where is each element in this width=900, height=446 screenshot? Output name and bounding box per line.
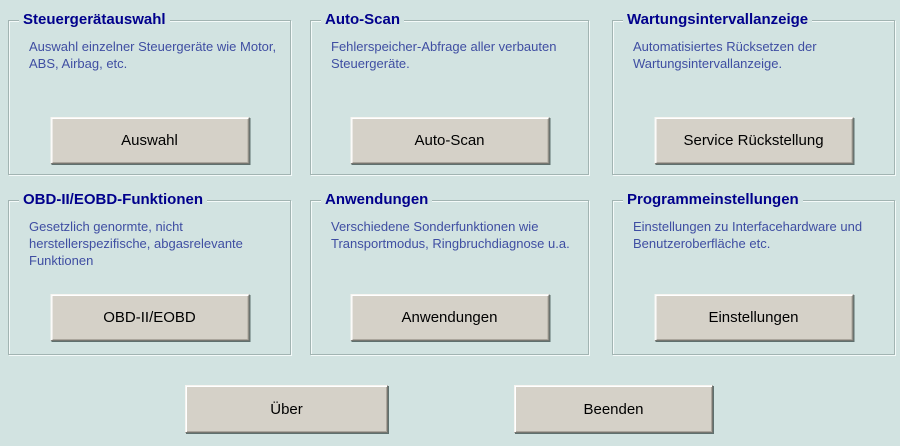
einstellungen-button[interactable]: Einstellungen (654, 294, 853, 341)
group-anwendungen: Anwendungen Verschiedene Sonderfunktione… (310, 191, 589, 355)
group-wartungsintervallanzeige: Wartungsintervallanzeige Automatisiertes… (612, 11, 895, 175)
group-description: Automatisiertes Rücksetzen der Wartungsi… (633, 39, 817, 71)
group-title: Wartungsintervallanzeige (623, 11, 813, 28)
group-auto-scan: Auto-Scan Fehlerspeicher-Abfrage aller v… (310, 11, 589, 175)
group-description: Gesetzlich genormte, nicht herstellerspe… (29, 219, 243, 268)
group-title: Programmeinstellungen (623, 191, 803, 208)
beenden-button[interactable]: Beenden (514, 385, 713, 433)
group-obd2-eobd-funktionen: OBD-II/EOBD-Funktionen Gesetzlich genorm… (8, 191, 291, 355)
ueber-button[interactable]: Über (185, 385, 388, 433)
group-description: Einstellungen zu Interfacehardware und B… (633, 219, 863, 251)
service-rueckstellung-button[interactable]: Service Rückstellung (654, 117, 853, 164)
group-description: Fehlerspeicher-Abfrage aller verbauten S… (331, 39, 557, 71)
group-title: Steuergerätauswahl (19, 11, 170, 28)
group-title: Auto-Scan (321, 11, 404, 28)
group-title: Anwendungen (321, 191, 433, 208)
auto-scan-button[interactable]: Auto-Scan (350, 117, 549, 164)
group-programmeinstellungen: Programmeinstellungen Einstellungen zu I… (612, 191, 895, 355)
auswahl-button[interactable]: Auswahl (50, 117, 249, 164)
anwendungen-button[interactable]: Anwendungen (350, 294, 549, 341)
group-description: Verschiedene Sonderfunktionen wie Transp… (331, 219, 570, 251)
group-steuergeraetauswahl: Steuergerätauswahl Auswahl einzelner Ste… (8, 11, 291, 175)
group-description: Auswahl einzelner Steuergeräte wie Motor… (29, 39, 277, 71)
obd2-eobd-button[interactable]: OBD-II/EOBD (50, 294, 249, 341)
group-title: OBD-II/EOBD-Funktionen (19, 191, 207, 208)
